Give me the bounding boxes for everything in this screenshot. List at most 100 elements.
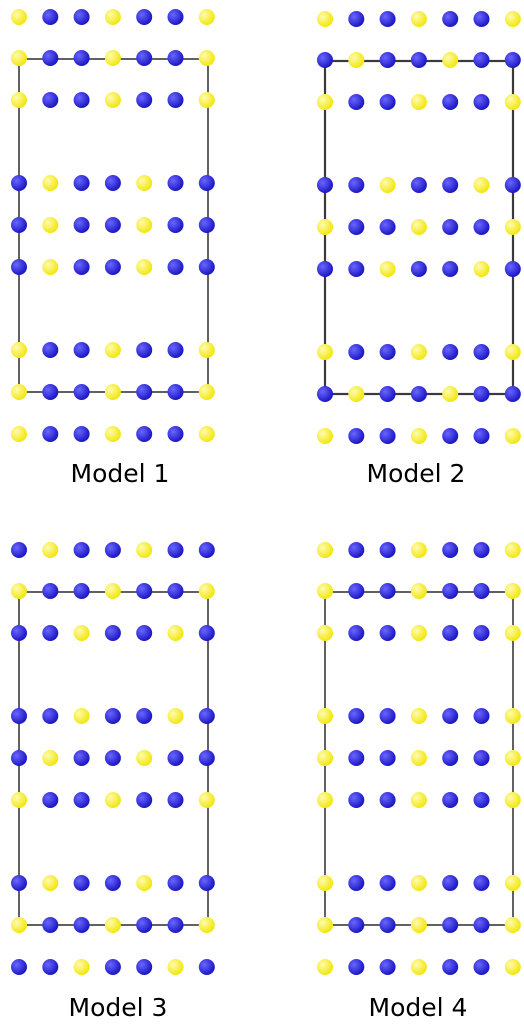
model-label: Model 1	[71, 459, 170, 488]
yellow-atom	[504, 708, 521, 724]
blue-atom	[167, 384, 184, 400]
blue-atom	[73, 917, 90, 933]
blue-atom	[42, 708, 59, 724]
blue-atom	[104, 175, 121, 191]
yellow-atom	[198, 342, 215, 358]
blue-atom	[379, 11, 396, 27]
blue-atom	[410, 52, 427, 68]
blue-atom	[473, 625, 490, 641]
blue-atom	[11, 875, 27, 891]
blue-atom	[473, 917, 490, 933]
yellow-atom	[198, 792, 215, 808]
yellow-atom	[504, 625, 521, 641]
yellow-atom	[317, 542, 333, 558]
blue-atom	[42, 792, 59, 808]
yellow-atom	[73, 625, 90, 641]
yellow-atom	[317, 959, 333, 975]
blue-atom	[167, 792, 184, 808]
yellow-atom	[317, 344, 333, 360]
blue-atom	[42, 625, 59, 641]
yellow-atom	[504, 428, 521, 444]
blue-atom	[348, 177, 365, 193]
blue-atom	[73, 792, 90, 808]
blue-atom	[73, 426, 90, 442]
yellow-atom	[504, 94, 521, 110]
blue-atom	[317, 386, 333, 402]
yellow-atom	[104, 342, 121, 358]
blue-atom	[504, 52, 521, 68]
blue-atom	[410, 177, 427, 193]
yellow-atom	[410, 917, 427, 933]
yellow-atom	[104, 9, 121, 25]
yellow-atom	[167, 959, 184, 975]
blue-atom	[348, 875, 365, 891]
blue-atom	[379, 792, 396, 808]
yellow-atom	[198, 9, 215, 25]
blue-atom	[442, 583, 459, 599]
yellow-atom	[11, 384, 27, 400]
model-label: Model 4	[369, 993, 468, 1022]
yellow-atom	[410, 708, 427, 724]
yellow-atom	[104, 792, 121, 808]
yellow-atom	[504, 875, 521, 891]
blue-atom	[73, 875, 90, 891]
blue-atom	[379, 94, 396, 110]
yellow-atom	[379, 261, 396, 277]
yellow-atom	[198, 583, 215, 599]
blue-atom	[348, 344, 365, 360]
blue-atom	[379, 625, 396, 641]
blue-atom	[442, 625, 459, 641]
blue-atom	[348, 219, 365, 235]
blue-atom	[167, 583, 184, 599]
blue-atom	[136, 792, 153, 808]
blue-atom	[504, 261, 521, 277]
blue-atom	[410, 386, 427, 402]
blue-atom	[42, 959, 59, 975]
blue-atom	[104, 542, 121, 558]
yellow-atom	[410, 959, 427, 975]
blue-atom	[442, 917, 459, 933]
blue-atom	[442, 94, 459, 110]
blue-atom	[379, 542, 396, 558]
yellow-atom	[11, 583, 27, 599]
blue-atom	[442, 542, 459, 558]
yellow-atom	[11, 92, 27, 108]
blue-atom	[167, 9, 184, 25]
blue-atom	[73, 92, 90, 108]
yellow-atom	[410, 11, 427, 27]
blue-atom	[442, 428, 459, 444]
yellow-atom	[473, 177, 490, 193]
blue-atom	[504, 177, 521, 193]
yellow-atom	[11, 9, 27, 25]
blue-atom	[473, 792, 490, 808]
blue-atom	[379, 583, 396, 599]
yellow-atom	[410, 542, 427, 558]
blue-atom	[104, 959, 121, 975]
blue-atom	[42, 50, 59, 66]
yellow-atom	[348, 386, 365, 402]
blue-atom	[73, 342, 90, 358]
blue-atom	[136, 9, 153, 25]
blue-atom	[379, 52, 396, 68]
blue-atom	[198, 217, 215, 233]
blue-atom	[379, 917, 396, 933]
blue-atom	[167, 875, 184, 891]
blue-atom	[473, 959, 490, 975]
blue-atom	[317, 177, 333, 193]
model-label: Model 3	[69, 993, 168, 1022]
yellow-atom	[317, 625, 333, 641]
yellow-atom	[504, 917, 521, 933]
blue-atom	[442, 959, 459, 975]
blue-atom	[473, 708, 490, 724]
blue-atom	[167, 542, 184, 558]
blue-atom	[73, 542, 90, 558]
blue-atom	[11, 217, 27, 233]
blue-atom	[73, 9, 90, 25]
blue-atom	[167, 217, 184, 233]
yellow-atom	[504, 219, 521, 235]
blue-atom	[317, 261, 333, 277]
blue-atom	[167, 92, 184, 108]
yellow-atom	[136, 542, 153, 558]
